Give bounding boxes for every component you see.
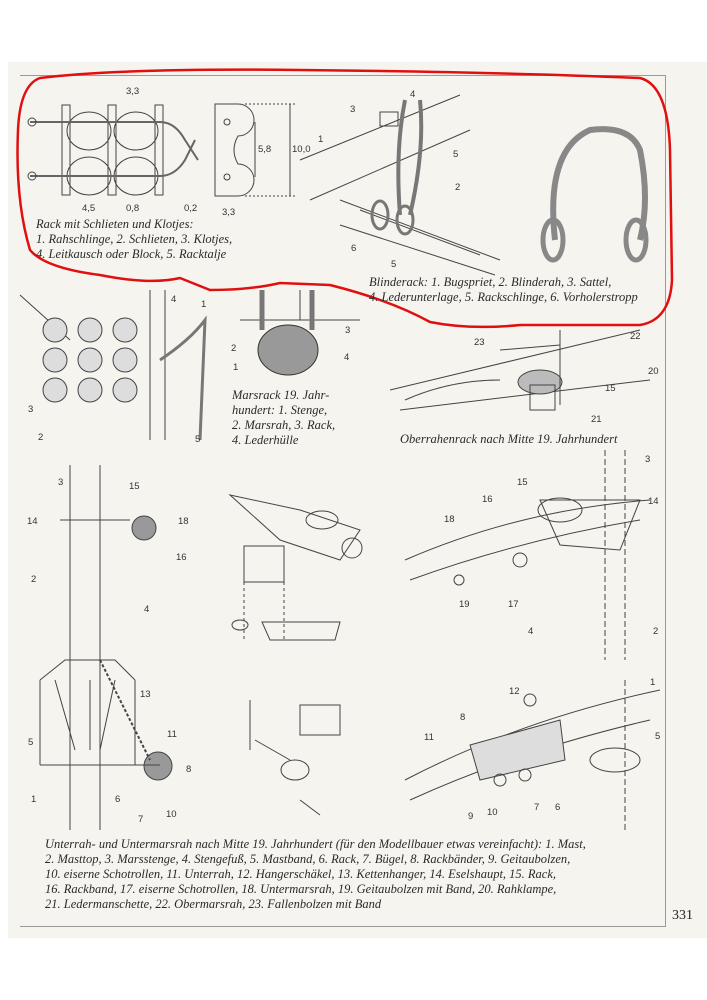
callout: 14: [27, 516, 38, 527]
dimension-label: 0,2: [184, 203, 198, 214]
red-highlight-outline: [16, 68, 674, 329]
callout: 9: [468, 811, 474, 822]
rah-lower-drawing: [404, 680, 661, 830]
callout: 1: [31, 794, 37, 805]
caption-line: Unterrah- und Untermarsrah nach Mitte 19…: [45, 837, 586, 851]
callout: 15: [605, 383, 616, 394]
callout: 5: [655, 731, 661, 742]
callout: 4: [171, 294, 177, 305]
caption-line: 4. Leitkausch oder Block, 5. Racktalje: [36, 247, 227, 261]
callout: 3: [645, 454, 651, 465]
callout: 2: [38, 432, 44, 443]
caption-line: 2. Masttop, 3. Marsstenge, 4. Stengefuß,…: [45, 852, 571, 866]
marsrack-drawing: [240, 290, 360, 376]
caption-line: 16. Rackband, 17. eiserne Schotrollen, 1…: [45, 882, 557, 896]
callout: 6: [115, 794, 121, 805]
callout: 15: [129, 481, 140, 492]
callout: 5: [195, 434, 201, 445]
callout: 3: [350, 104, 356, 115]
dimension-label: 10,0: [292, 144, 311, 155]
callout: 1: [233, 362, 239, 373]
callout: 4: [528, 626, 534, 637]
rack-side-drawing: [19, 290, 207, 441]
rah-upper-drawing: [404, 450, 651, 660]
dimension-label: 4,5: [82, 203, 96, 214]
callout: 8: [186, 764, 192, 775]
caption-line: Marsrack 19. Jahr-: [232, 388, 330, 402]
page-number: 331: [672, 908, 693, 923]
callout: 14: [648, 496, 659, 507]
caption-line: Blinderack: 1. Bugspriet, 2. Blinderah, …: [369, 275, 612, 289]
callout: 2: [455, 182, 461, 193]
callout: 8: [460, 712, 466, 723]
callout: 10: [166, 809, 177, 820]
callout: 4: [344, 352, 350, 363]
rack-schlieten-drawing: [27, 103, 295, 197]
callout: 11: [167, 729, 177, 740]
caption-marsrack: Marsrack 19. Jahr- hundert: 1. Stenge, 2…: [232, 388, 335, 448]
callout: 18: [178, 516, 189, 527]
callout: 18: [444, 514, 455, 525]
caption-line: 2. Marsrah, 3. Rack,: [232, 418, 336, 432]
callout: 12: [509, 686, 520, 697]
page-frame: [20, 75, 666, 927]
oberrahenrack-drawing: [389, 329, 651, 411]
callout: 3: [345, 325, 351, 336]
callout: 19: [459, 599, 470, 610]
dimension-label: 5,8: [258, 144, 272, 155]
callout: 5: [453, 149, 459, 160]
callout: 22: [630, 331, 641, 342]
dimension-label: 3,3: [222, 207, 236, 218]
callout: 3: [58, 477, 64, 488]
caption-line: 4. Lederunterlage, 5. Rackschlinge, 6. V…: [369, 290, 638, 304]
parts-exploded-drawing: [228, 494, 363, 816]
caption-unterrah: Unterrah- und Untermarsrah nach Mitte 19…: [45, 837, 586, 912]
caption-oberrahenrack: Oberrahenrack nach Mitte 19. Jahrhundert: [400, 432, 618, 446]
dimension-label: 3,3: [126, 86, 140, 97]
callout: 16: [482, 494, 493, 505]
callout: 4: [410, 89, 416, 100]
callout: 21: [591, 414, 602, 425]
callout: 17: [508, 599, 519, 610]
caption-line: 1. Rahschlinge, 2. Schlieten, 3. Klotjes…: [36, 232, 233, 246]
callout: 3: [28, 404, 34, 415]
callout: 2: [653, 626, 659, 637]
callout: 10: [487, 807, 498, 818]
callout: 13: [140, 689, 151, 700]
callout: 4: [144, 604, 150, 615]
callout: 1: [318, 134, 324, 145]
callout: 2: [31, 574, 37, 585]
dimension-label: 0,8: [126, 203, 140, 214]
callout: 20: [648, 366, 659, 377]
callout: 23: [474, 337, 485, 348]
caption-line: 4. Lederhülle: [232, 433, 299, 447]
caption-line: 21. Ledermanschette, 22. Obermarsrah, 23…: [45, 897, 382, 911]
callout: 11: [424, 732, 434, 743]
caption-blinderack: Blinderack: 1. Bugspriet, 2. Blinderah, …: [369, 275, 638, 305]
callout: 5: [28, 737, 34, 748]
callout: 16: [176, 552, 187, 563]
caption-rack-schlieten: Rack mit Schlieten und Klotjes: 1. Rahsc…: [36, 217, 232, 262]
caption-line: 10. eiserne Schotrollen, 11. Unterrah, 1…: [45, 867, 557, 881]
callout: 6: [351, 243, 357, 254]
caption-line: hundert: 1. Stenge,: [232, 403, 328, 417]
callout: 2: [231, 343, 237, 354]
callout: 5: [391, 259, 397, 270]
callout: 15: [517, 477, 528, 488]
callout: 7: [534, 802, 540, 813]
callout: 1: [650, 677, 656, 688]
blinderack-drawing: [299, 94, 649, 276]
callout: 1: [201, 299, 207, 310]
caption-line: Rack mit Schlieten und Klotjes:: [36, 217, 194, 231]
callout: 6: [555, 802, 561, 813]
callout: 7: [138, 814, 144, 825]
mast-left-drawing: [39, 465, 173, 830]
